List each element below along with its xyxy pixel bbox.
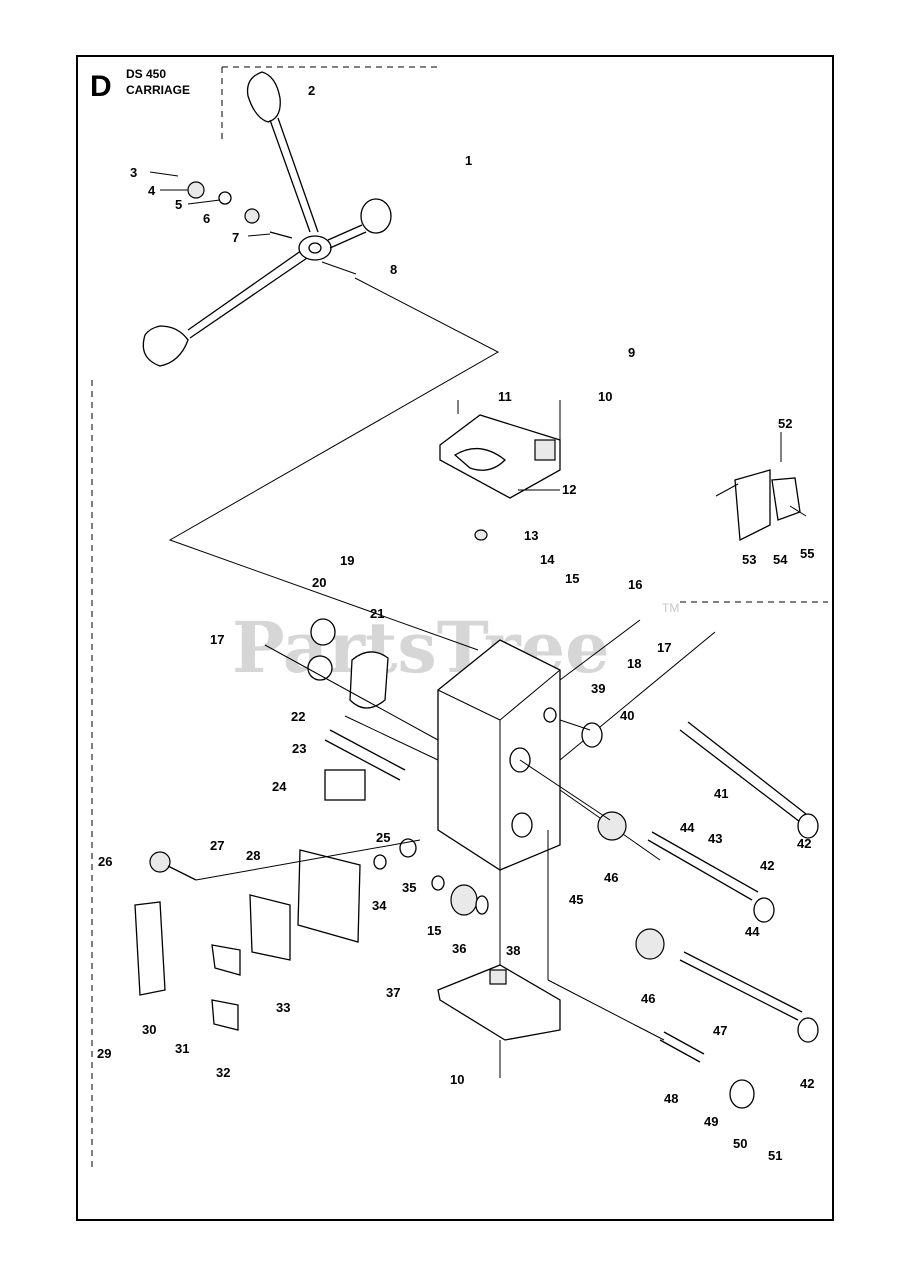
callout-40: 40 [620,708,634,723]
callout-30: 30 [142,1022,156,1037]
callout-15: 15 [565,571,579,586]
callout-2: 2 [308,83,315,98]
shafts [519,719,819,1109]
callout-54: 54 [773,552,788,567]
callout-39: 39 [591,681,605,696]
callout-7: 7 [232,230,239,245]
callout-43: 43 [708,831,722,846]
callout-44b: 44 [745,924,760,939]
carriage-block [437,619,716,1000]
callout-45: 45 [569,892,583,907]
dashed-reference-lines [91,66,828,1170]
callout-42b: 42 [760,858,774,873]
callout-48: 48 [664,1091,678,1106]
callout-17: 17 [210,632,224,647]
callout-51: 51 [768,1148,782,1163]
callout-28: 28 [246,848,260,863]
callout-8: 8 [390,262,397,277]
callout-33: 33 [276,1000,290,1015]
callout-labels: 1 2 3 4 5 6 7 8 9 10 11 12 13 14 15 16 1… [97,83,814,1163]
diagram-frame [76,55,834,1221]
callout-53: 53 [742,552,756,567]
callout-18: 18 [627,656,641,671]
callout-35: 35 [402,880,416,895]
callout-29: 29 [97,1046,111,1061]
model-name: DS 450 [126,67,166,81]
nut-13 [474,529,488,541]
callout-42a: 42 [797,836,811,851]
callout-16: 16 [628,577,642,592]
bracket-part [715,432,807,542]
callout-4: 4 [148,183,156,198]
callout-10b: 10 [450,1072,464,1087]
lever-assembly [142,71,392,367]
callout-49: 49 [704,1114,718,1129]
callout-22: 22 [291,709,305,724]
callout-12: 12 [562,482,576,497]
callout-21: 21 [370,606,384,621]
callout-34: 34 [372,898,387,913]
callout-3: 3 [130,165,137,180]
callout-11: 11 [498,389,512,404]
section-letter: D [90,70,112,103]
left-parts [264,618,439,801]
callout-47: 47 [713,1023,727,1038]
callout-36: 36 [452,941,466,956]
watermark-tm: TM [662,601,679,615]
callout-20: 20 [312,575,326,590]
callout-17b: 17 [657,640,671,655]
callout-15b: 15 [427,923,441,938]
callout-13: 13 [524,528,538,543]
callout-24: 24 [272,779,287,794]
callout-1: 1 [465,153,472,168]
callout-32: 32 [216,1065,230,1080]
assembly-name: CARRIAGE [126,83,190,97]
cover-part [439,400,561,499]
callout-19: 19 [340,553,354,568]
callout-10: 10 [598,389,612,404]
callout-14: 14 [540,552,555,567]
callout-38: 38 [506,943,520,958]
callout-46a: 46 [604,870,618,885]
callout-37: 37 [386,985,400,1000]
callout-6: 6 [203,211,210,226]
callout-55: 55 [800,546,814,561]
leader-outline [168,277,500,651]
bottom-cover-part [437,964,561,1078]
callout-42c: 42 [800,1076,814,1091]
callout-26: 26 [98,854,112,869]
callout-25: 25 [376,830,390,845]
callout-52: 52 [778,416,792,431]
callout-50: 50 [733,1136,747,1151]
callout-44a: 44 [680,820,695,835]
callout-5: 5 [175,197,182,212]
callout-23: 23 [292,741,306,756]
lower-left-parts [134,838,489,1031]
callout-46b: 46 [641,991,655,1006]
callout-9: 9 [628,345,635,360]
callout-27: 27 [210,838,224,853]
callout-41: 41 [714,786,728,801]
callout-31: 31 [175,1041,189,1056]
